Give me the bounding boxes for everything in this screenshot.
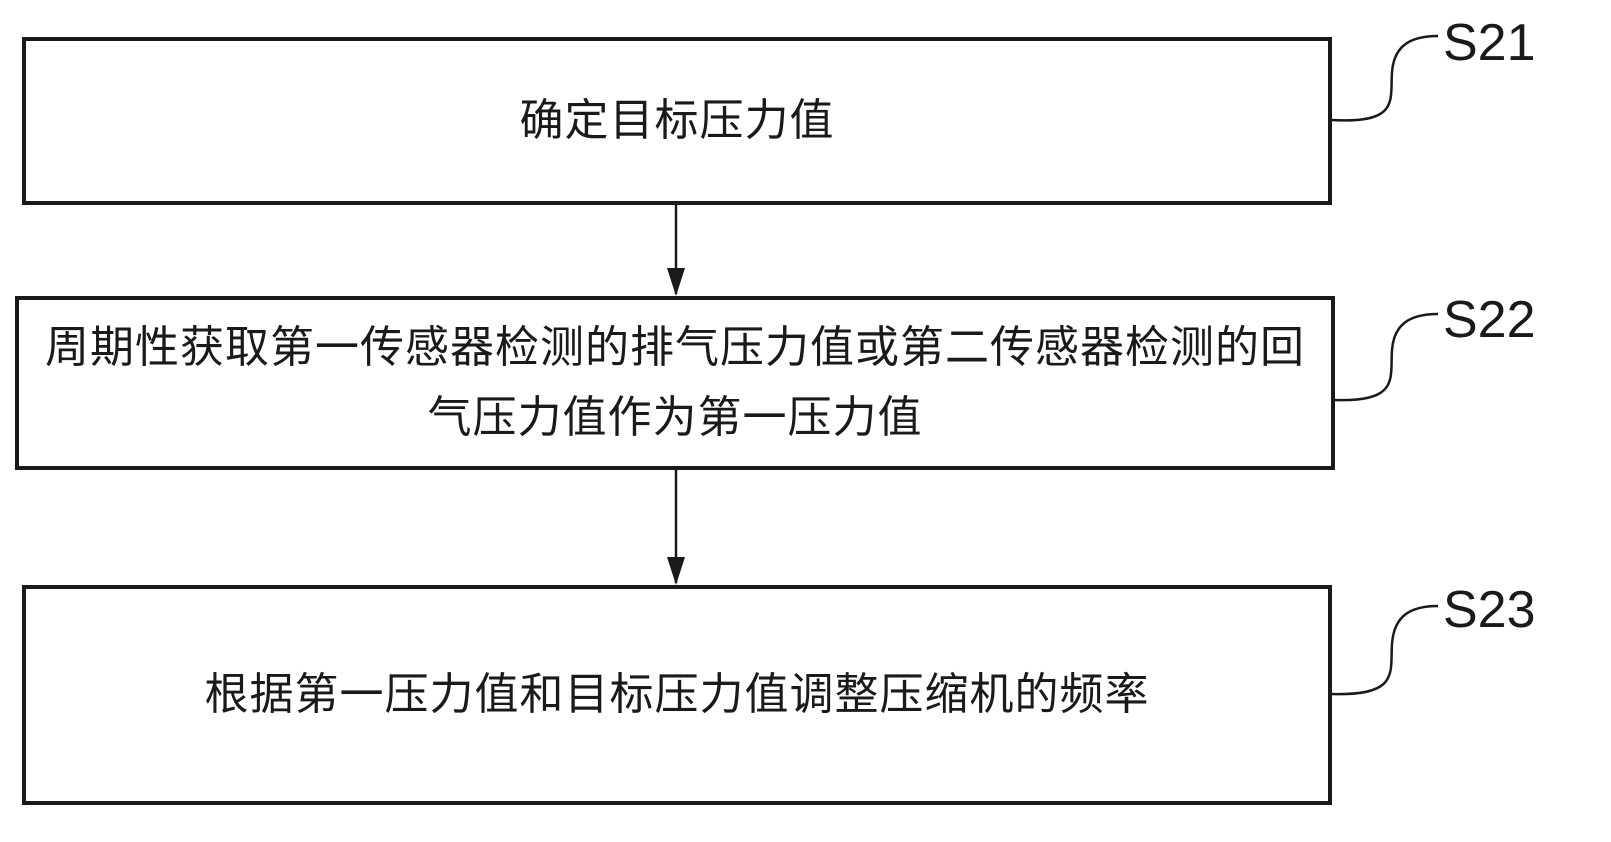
step-box-s21: 确定目标压力值 [22,37,1332,205]
leader-line-s22 [1334,312,1439,402]
arrowhead-s22-to-s23 [667,557,685,585]
step-text-s23: 根据第一压力值和目标压力值调整压缩机的频率 [204,669,1150,720]
leader-line-s23 [1331,604,1439,696]
step-label-s22: S22 [1443,291,1536,349]
step-box-s22: 周期性获取第一传感器检测的排气压力值或第二传感器检测的回气压力值作为第一压力值 [15,296,1335,470]
step-text-s21: 确定目标压力值 [519,95,835,146]
step-label-s21: S21 [1443,14,1536,72]
leader-line-s21 [1331,34,1439,122]
arrowhead-s21-to-s22 [667,268,685,296]
step-box-s23: 根据第一压力值和目标压力值调整压缩机的频率 [22,585,1332,805]
step-text-s22: 周期性获取第一传感器检测的排气压力值或第二传感器检测的回气压力值作为第一压力值 [45,322,1305,443]
step-label-s23: S23 [1443,581,1536,639]
